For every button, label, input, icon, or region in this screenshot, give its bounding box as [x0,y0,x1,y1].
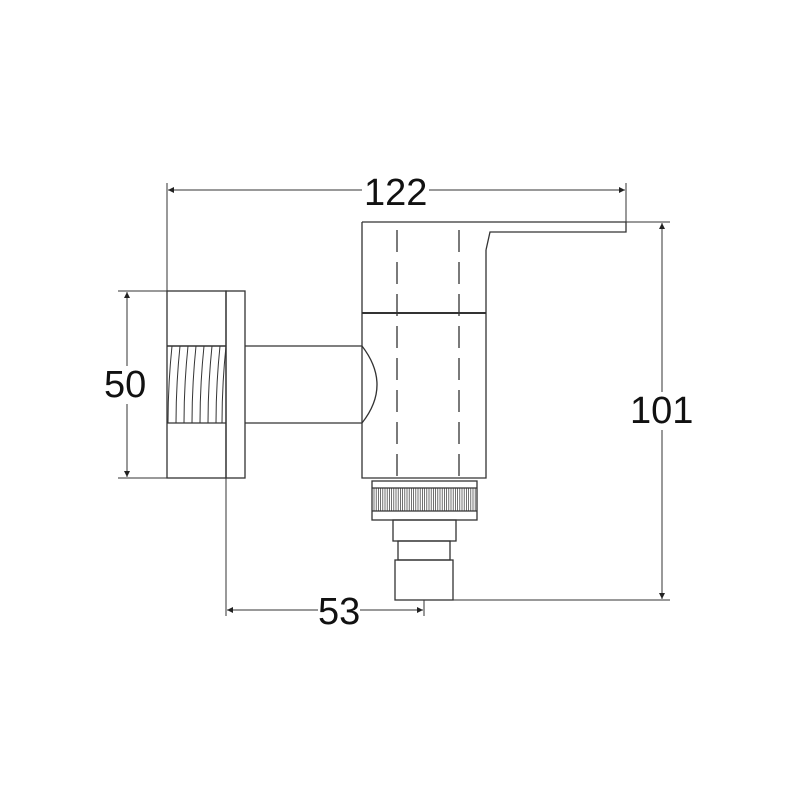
wall-flange [166,290,246,479]
height-dimension-label: 101 [630,390,694,432]
valve-body [361,221,627,479]
flange-height-label: 50 [104,364,147,406]
knurled-nut [371,480,478,521]
projection-label: 53 [318,591,361,633]
pipe [245,345,378,424]
thread-lines [167,345,227,424]
width-dimension-label: 122 [362,172,430,214]
spout-outlet [392,519,457,601]
